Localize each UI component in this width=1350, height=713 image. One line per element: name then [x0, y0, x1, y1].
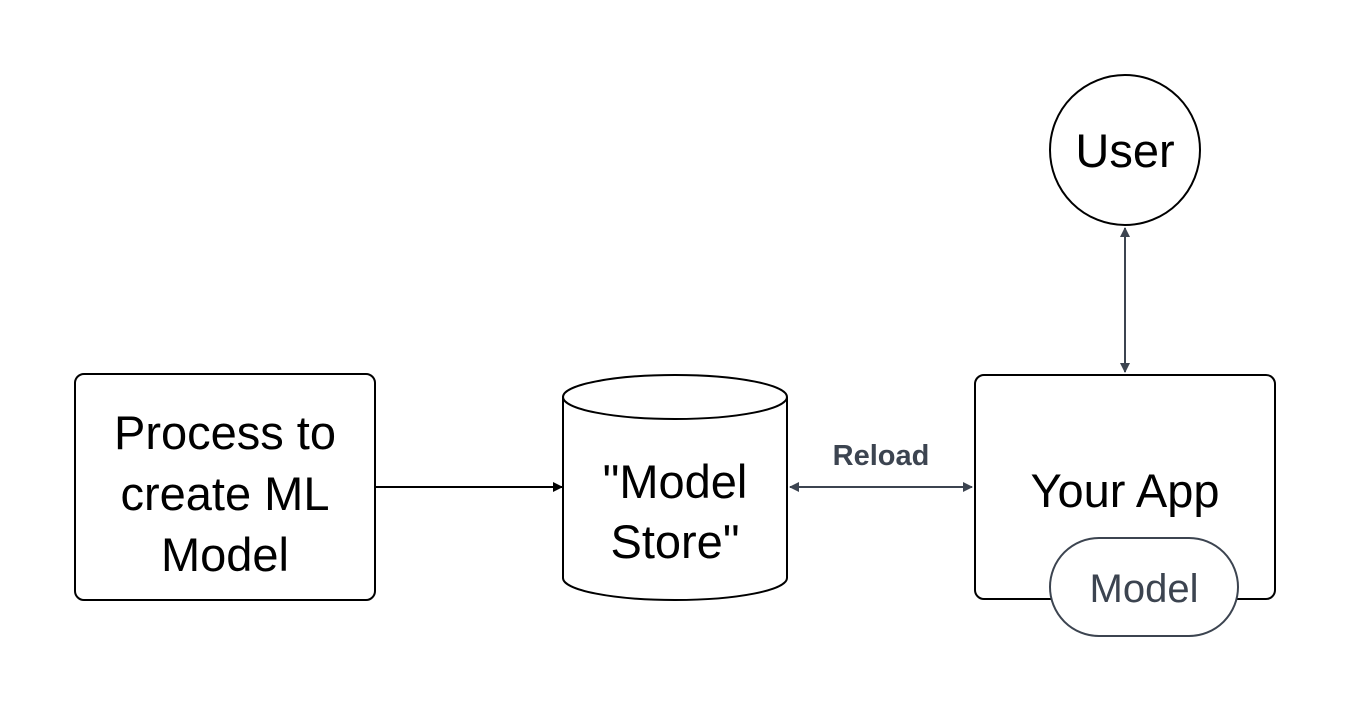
process-label-line-2: create ML — [121, 467, 330, 520]
model-store-node: "Model Store" — [562, 374, 788, 601]
process-label-line-3: Model — [161, 528, 289, 581]
reload-label: Reload — [833, 440, 930, 472]
model-store-label-line-2: Store" — [610, 515, 739, 568]
process-node: Process to create ML Model — [74, 373, 376, 601]
user-node: User — [1049, 74, 1201, 226]
user-circle — [1049, 74, 1201, 226]
model-store-cylinder-body — [562, 397, 788, 601]
model-store-cylinder-top — [562, 374, 788, 420]
user-label: User — [1075, 124, 1174, 177]
model-store-label-line-1: "Model — [603, 455, 748, 508]
process-label-line-1: Process to — [114, 406, 336, 459]
model-pill-node: Model — [1049, 537, 1239, 637]
model-pill — [1049, 537, 1239, 637]
your-app-label: Your App — [1030, 464, 1219, 517]
process-box — [74, 373, 376, 601]
model-pill-label: Model — [1090, 567, 1199, 611]
